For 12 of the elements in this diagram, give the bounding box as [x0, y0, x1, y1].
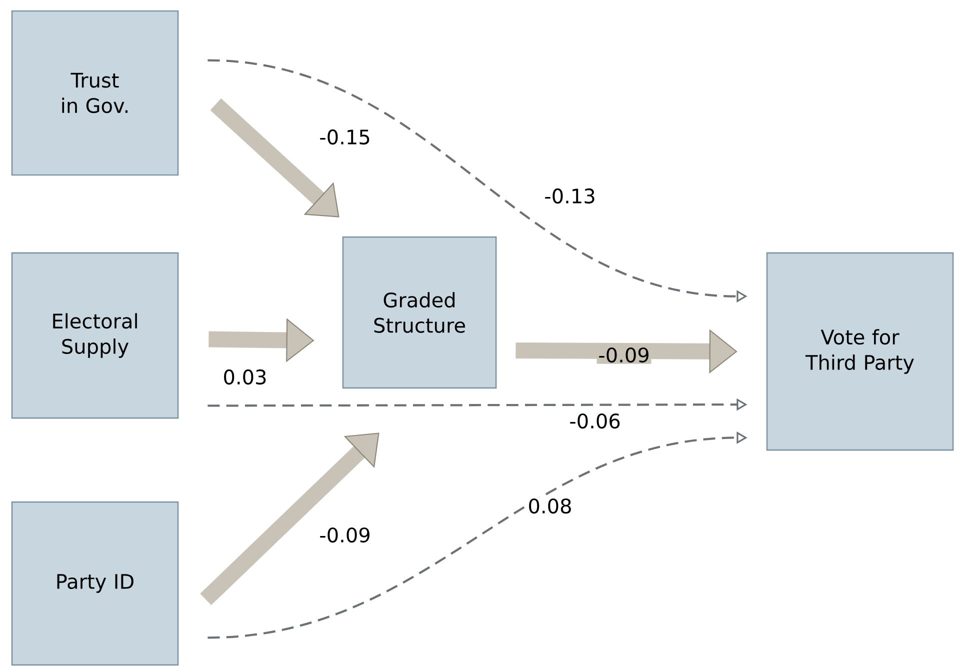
edge-label: 0.08 [526, 497, 574, 515]
edge-label: 0.03 [221, 368, 269, 386]
variable-box: Electoral Supply [11, 252, 179, 419]
edge-label: -0.09 [318, 526, 372, 544]
variable-box: Vote for Third Party [766, 252, 954, 451]
edge-label: -0.15 [318, 128, 372, 146]
variable-box: Graded Structure [342, 236, 497, 389]
edge-label: -0.13 [542, 187, 598, 205]
edge-label: -0.09 [596, 346, 652, 364]
variable-box: Trust in Gov. [11, 10, 179, 176]
edge-label: -0.06 [568, 412, 622, 430]
variable-box: Party ID [11, 501, 179, 666]
